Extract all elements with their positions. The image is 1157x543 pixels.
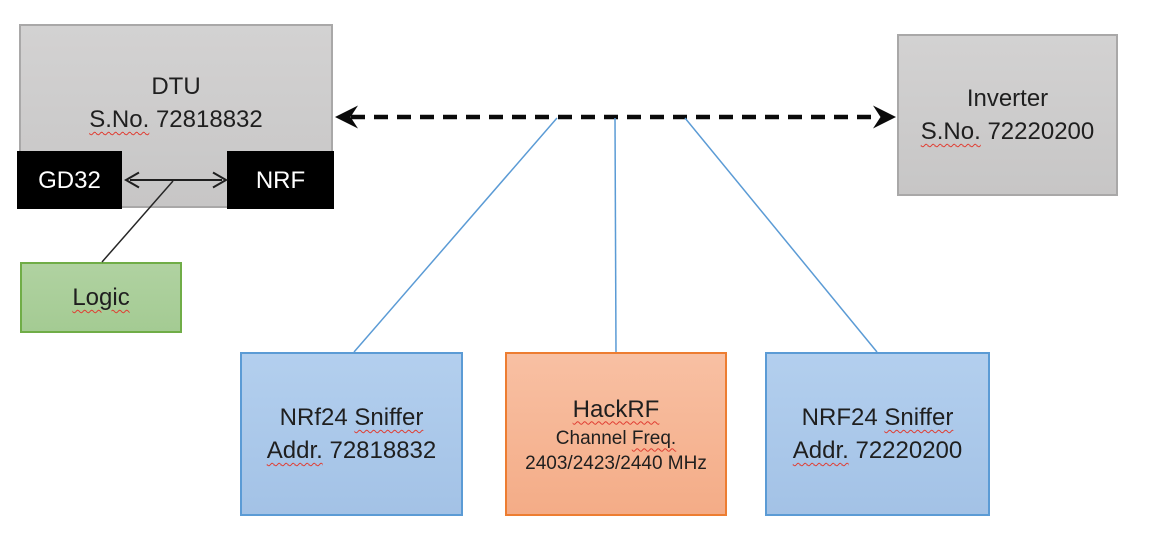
sniffer-right-box: NRF24 Sniffer Addr. 72220200 <box>765 352 990 516</box>
arrowhead-left-icon <box>335 105 358 129</box>
rf-link-dashed-arrow <box>335 105 896 129</box>
sniffer-left-title-word: Sniffer <box>354 404 424 431</box>
hackrf-freq-word: Freq. <box>631 427 677 449</box>
nrf-box: NRF <box>227 151 334 209</box>
logic-box: Logic <box>20 262 182 333</box>
inverter-serial-label: S.No. <box>920 118 981 145</box>
hackrf-freq-values: 2403/2423/2440 MHz <box>525 452 707 474</box>
hackrf-box: HackRF Channel Freq. 2403/2423/2440 MHz <box>505 352 727 516</box>
tap-line-sniffer-right <box>684 117 878 353</box>
logic-label: Logic <box>72 284 130 311</box>
tap-line-hackrf <box>614 117 617 353</box>
inverter-title: Inverter <box>966 85 1049 112</box>
gd32-box: GD32 <box>17 151 122 209</box>
sniffer-right-addr: Addr. 72220200 <box>793 434 963 467</box>
sniffer-right-title-prefix: NRF24 <box>801 404 878 431</box>
hackrf-title: HackRF <box>572 395 660 423</box>
dtu-title: DTU <box>151 73 201 100</box>
sniffer-right-addr-label: Addr. <box>792 437 849 464</box>
sniffer-left-addr-number: 72818832 <box>329 437 437 464</box>
dtu-serial: S.No. 72818832 <box>89 103 262 136</box>
nrf-label: NRF <box>255 166 306 194</box>
gd32-label: GD32 <box>38 166 101 194</box>
dtu-serial-number: 72818832 <box>155 106 263 133</box>
tap-line-sniffer-left <box>353 117 558 353</box>
arrowhead-right-icon <box>873 105 896 129</box>
inverter-box: Inverter S.No. 72220200 <box>897 34 1118 196</box>
sniffer-right-addr-number: 72220200 <box>855 437 963 464</box>
sniffer-left-addr: Addr. 72818832 <box>267 434 437 467</box>
inverter-serial: S.No. 72220200 <box>921 115 1094 148</box>
hackrf-freq-label: Channel Freq. <box>556 426 676 451</box>
inverter-serial-number: 72220200 <box>987 118 1095 145</box>
sniffer-right-title: NRF24 Sniffer <box>802 401 954 434</box>
hackrf-freq-prefix: Channel <box>555 427 627 449</box>
sniffer-right-title-word: Sniffer <box>884 404 954 431</box>
dtu-serial-label: S.No. <box>89 106 150 133</box>
sniffer-left-title-prefix: NRf24 <box>279 404 348 431</box>
sniffer-left-title: NRf24 Sniffer <box>280 401 424 434</box>
sniffer-left-box: NRf24 Sniffer Addr. 72818832 <box>240 352 463 516</box>
sniffer-left-addr-label: Addr. <box>266 437 323 464</box>
